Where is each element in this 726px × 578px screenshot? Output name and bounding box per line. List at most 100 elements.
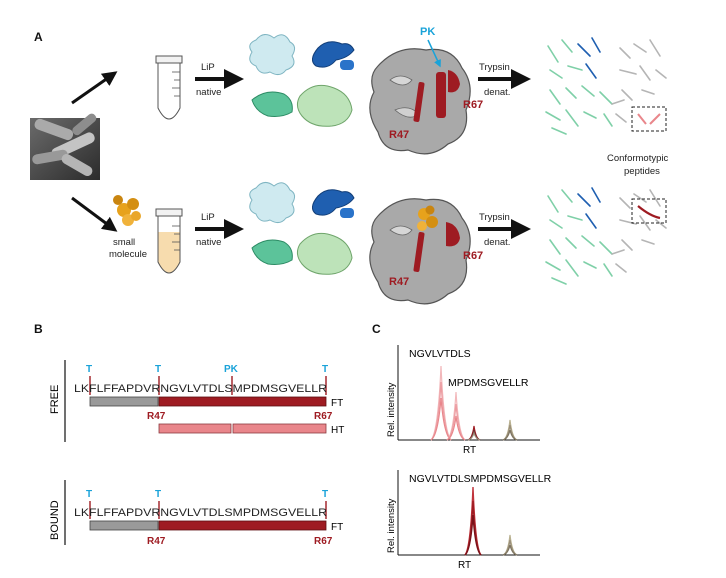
peptide-fragment <box>611 99 625 105</box>
conformotypic-peptide-bottom <box>637 205 661 220</box>
peptide-fragment <box>565 109 579 127</box>
denat-label-bottom: denat. <box>484 237 510 248</box>
native-label-bottom: native <box>196 237 221 248</box>
top-peptide1: NGVLVTDLS <box>409 348 471 360</box>
free-ft-bar <box>158 396 327 407</box>
bottom-ylabel: Rel. intensity <box>386 498 397 553</box>
peptide-fragment <box>649 39 661 57</box>
peptide-fragment <box>565 87 577 99</box>
bound-seq-1: FLFFAPDVR <box>89 507 160 519</box>
free-seq-lk: LK <box>74 383 90 395</box>
peptide-fragment <box>547 195 559 213</box>
peptide-fragment <box>549 239 561 255</box>
free-seq-2: NGVLVTDLS <box>160 383 232 395</box>
panel-a-letter: A <box>34 30 43 44</box>
peptide-fragments-top <box>545 37 667 135</box>
chromatogram-peaks-bottom <box>464 486 518 556</box>
chromatogram-peak <box>502 544 518 556</box>
peptide-fragment <box>655 219 667 229</box>
pk-label-top: PK <box>420 26 435 38</box>
protein-cluster-top <box>249 34 355 127</box>
free-ft-label: FT <box>331 398 343 409</box>
target-protein-bottom <box>369 198 471 305</box>
small-molecule-icon <box>113 195 141 226</box>
lip-label-bottom: LiP <box>201 212 215 223</box>
chromatogram-peaks-top <box>430 365 518 441</box>
peptide-fragment <box>549 69 563 79</box>
chromatogram-peak <box>430 397 452 441</box>
bound-ft-label: FT <box>331 522 343 533</box>
bound-r47-label: R47 <box>147 536 166 547</box>
bottom-xlabel: RT <box>458 560 471 571</box>
peptide-fragment <box>621 239 633 251</box>
peptide-fragments-bottom <box>545 187 667 285</box>
free-seq-1: FLFFAPDVR <box>89 383 160 395</box>
pk-marker: PK <box>224 364 239 375</box>
peptide-fragment <box>633 43 647 53</box>
t-marker-3: T <box>322 364 328 375</box>
native-label-top: native <box>196 87 221 98</box>
peptide-fragment <box>581 85 595 97</box>
peptide-fragment <box>561 39 573 53</box>
peptide-fragment <box>621 89 633 101</box>
bound-gray-bar <box>89 520 159 531</box>
free-ht-label: HT <box>331 425 344 436</box>
chromatogram-peak <box>446 403 466 441</box>
peptide-fragment <box>577 43 591 57</box>
peptide-fragment <box>641 89 655 95</box>
peptide-fragment <box>655 69 667 79</box>
r67-label-bottom: R67 <box>463 250 483 262</box>
r47-label-bottom: R47 <box>389 276 409 288</box>
top-xlabel: RT <box>463 445 476 456</box>
peptide-fragment <box>591 187 601 203</box>
peptide-fragment <box>549 219 563 229</box>
conformotypic-peptide-top-1 <box>637 113 647 125</box>
free-gray-bar <box>89 396 159 407</box>
peptide-fragment <box>585 63 597 79</box>
peptide-fragment <box>583 261 597 269</box>
trypsin-label-top: Trypsin <box>479 62 510 73</box>
peptide-fragment <box>551 127 567 135</box>
arrow-to-native <box>71 71 118 105</box>
peptides-label: peptides <box>624 166 660 177</box>
peptide-fragment <box>567 215 583 221</box>
top-peptide2: MPDMSGVELLR <box>448 377 529 389</box>
small-label: small <box>113 237 135 248</box>
peptide-fragment <box>619 69 637 75</box>
peptide-fragment <box>545 261 561 271</box>
peptide-fragment <box>581 235 595 247</box>
panel-b-letter: B <box>34 322 43 336</box>
conformotypic-label: Conformotypic <box>607 153 668 164</box>
free-r67-label: R67 <box>314 411 333 422</box>
peptide-fragment <box>649 189 661 207</box>
peptide-fragment <box>577 193 591 207</box>
peptide-fragment <box>545 111 561 121</box>
target-protein-top <box>369 48 471 155</box>
peptide-fragment <box>561 189 573 203</box>
chromatogram-peak <box>430 365 452 441</box>
peptide-fragment <box>611 249 625 255</box>
peptide-fragment <box>549 89 561 105</box>
peptide-fragment <box>639 215 651 231</box>
chromatogram-peak <box>446 391 466 441</box>
conformotypic-box-top <box>631 106 667 132</box>
panel-c-letter: C <box>372 322 381 336</box>
trypsin-label-bottom: Trypsin <box>479 212 510 223</box>
chromatogram-peak <box>430 381 452 441</box>
molecule-label: molecule <box>109 249 147 260</box>
bound-ft-bar <box>158 520 327 531</box>
peptide-fragment <box>599 241 613 255</box>
peptide-fragment <box>547 45 559 63</box>
peptide-fragment <box>619 47 631 59</box>
conformotypic-peptide-top-2 <box>649 113 661 125</box>
peptide-fragment <box>633 193 647 203</box>
bottom-peptide: NGVLVTDLSMPDMSGVELLR <box>409 473 552 485</box>
t-marker-1: T <box>86 364 92 375</box>
free-r47-label: R47 <box>147 411 166 422</box>
chromatogram-peak <box>464 514 482 556</box>
chromatogram-peak <box>502 429 518 441</box>
peptide-fragment <box>567 65 583 71</box>
bound-r67-label: R67 <box>314 536 333 547</box>
protein-cluster-bottom <box>249 182 355 275</box>
